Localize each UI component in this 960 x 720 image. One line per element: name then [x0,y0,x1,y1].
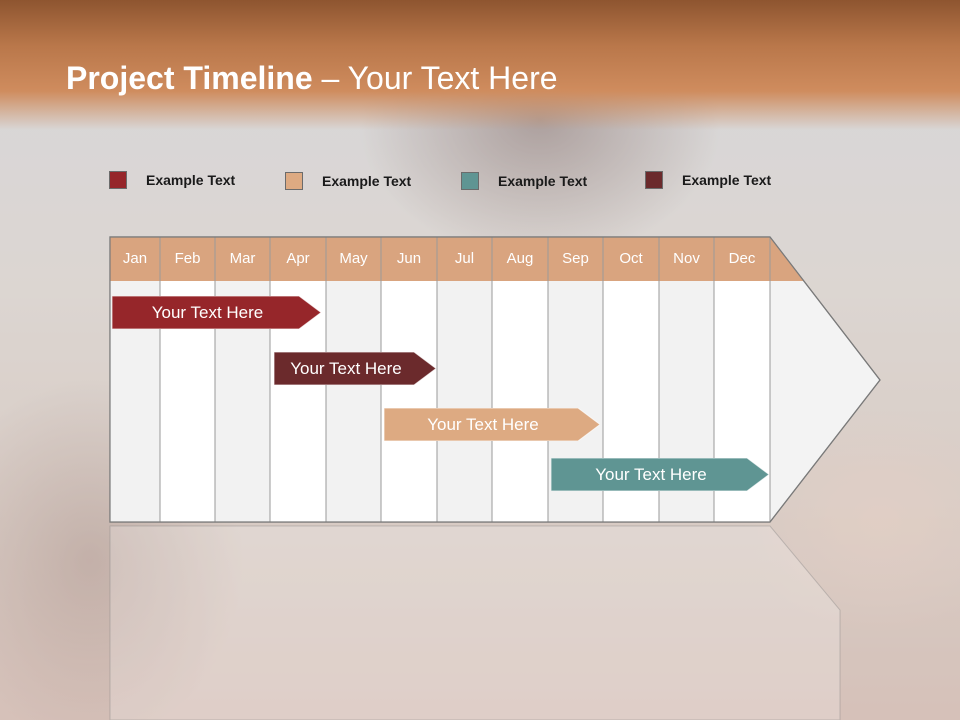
task-bar: Your Text Here [112,296,321,329]
month-label-nov: Nov [673,250,700,267]
legend-label: Example Text [498,173,588,189]
month-label-aug: Aug [506,250,534,267]
month-label-jun: Jun [396,250,422,267]
legend-label: Example Text [682,172,772,188]
legend-swatch [645,171,663,189]
task-bar-arrow [384,408,600,441]
title-bold: Project Timeline [66,60,313,96]
month-column [437,281,492,522]
task-bar-label: Your Text Here [595,465,707,484]
month-column [381,281,437,522]
legend-swatch [109,171,127,189]
title-rest: – Your Text Here [312,60,558,96]
task-bar-shape [112,296,321,329]
task-bar-label: Your Text Here [151,303,264,322]
task-bar-shape [551,458,769,491]
month-label-oct: Oct [619,250,643,267]
arrow-reflection [109,525,841,720]
month-label-jul: Jul [454,250,475,267]
task-bar-shape [274,352,436,385]
legend-label: Example Text [322,173,412,189]
month-label-apr: Apr [286,250,310,267]
task-bar-arrow [274,352,436,385]
month-column [326,281,381,522]
task-bar-shape [384,408,600,441]
task-bar-label: Your Text Here [290,359,402,378]
legend-item: Example Text [109,170,235,190]
month-column [492,281,548,522]
month-label-jan: Jan [122,250,148,267]
task-bar: Your Text Here [274,352,436,385]
task-bar-arrow [551,458,769,491]
arrow-outline [109,236,881,523]
legend-item: Example Text [461,171,587,191]
task-bar-label: Your Text Here [427,415,539,434]
month-label-feb: Feb [174,250,201,267]
task-bar-arrow [112,296,321,329]
task-bar: Your Text Here [384,408,600,441]
legend-label: Example Text [146,172,236,188]
legend-item: Example Text [645,170,771,190]
month-header-strip [110,237,804,281]
legend-swatch [285,172,303,190]
month-label-may: May [339,250,368,267]
task-bar: Your Text Here [551,458,769,491]
month-label-mar: Mar [229,250,256,267]
page-title: Project Timeline – Your Text Here [66,60,558,97]
month-label-dec: Dec [728,250,756,267]
legend-item: Example Text [285,171,411,191]
legend-swatch [461,172,479,190]
month-label-sep: Sep [562,250,589,267]
title-bar [0,0,960,130]
